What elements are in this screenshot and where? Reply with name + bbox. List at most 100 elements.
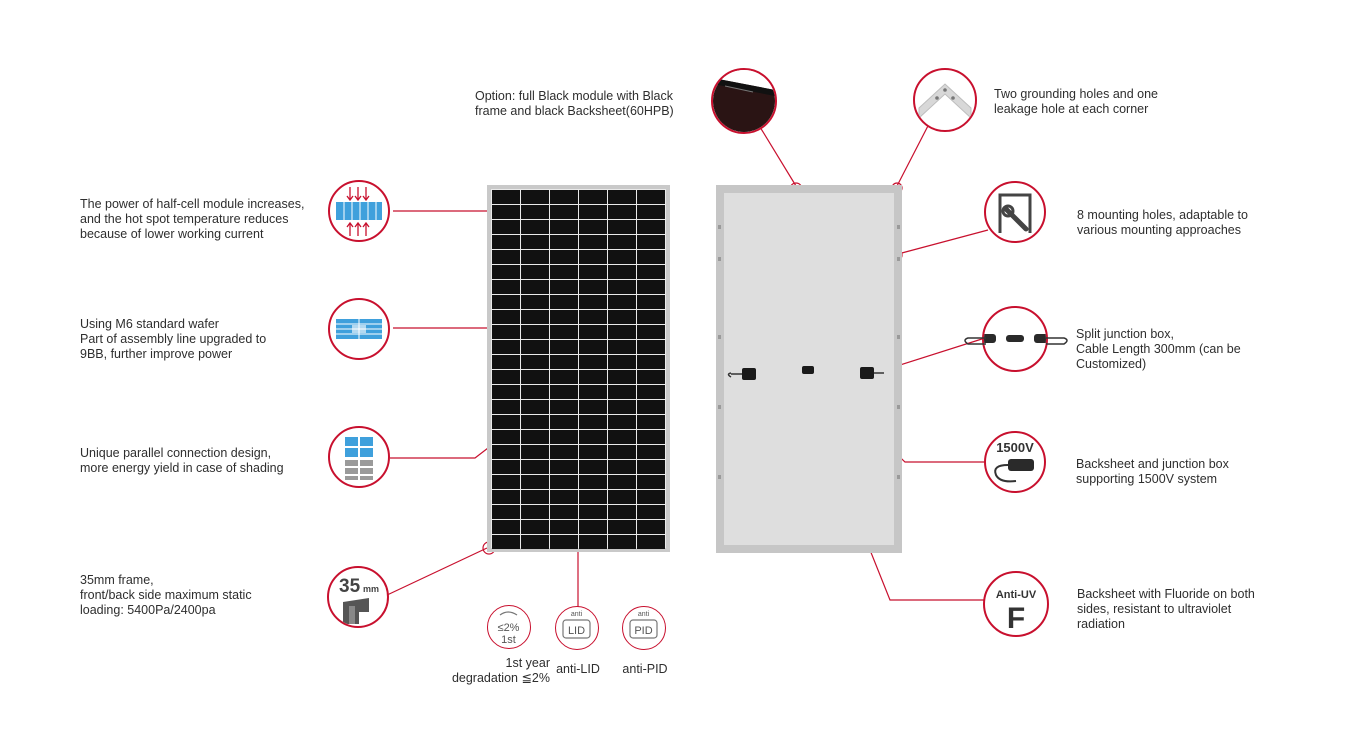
solar-cell <box>550 190 578 204</box>
solar-cell <box>608 400 636 414</box>
solar-cell <box>637 370 665 384</box>
solar-cell <box>521 430 549 444</box>
solar-cell <box>492 445 520 459</box>
solar-cell <box>608 340 636 354</box>
frame-number: 35 <box>339 576 361 597</box>
solar-cell <box>608 445 636 459</box>
callout-text-junction: Split junction box, Cable Length 300mm (… <box>1076 327 1241 371</box>
callout-text-mounting: 8 mounting holes, adaptable to various m… <box>1077 208 1248 237</box>
solar-cell <box>579 280 607 294</box>
m6-wafer-icon <box>328 298 390 360</box>
degradation-year: 1st <box>501 634 516 646</box>
solar-cell <box>521 400 549 414</box>
anti-pid-icon: anti PID <box>622 606 666 650</box>
solar-cell <box>521 445 549 459</box>
solar-cell <box>608 280 636 294</box>
solar-cell <box>550 265 578 279</box>
solar-cell <box>608 370 636 384</box>
pid-anti-label: anti <box>638 611 650 618</box>
solar-cell <box>492 265 520 279</box>
solar-cell <box>550 400 578 414</box>
solar-cell <box>492 325 520 339</box>
solar-cell <box>637 220 665 234</box>
solar-cell <box>637 400 665 414</box>
solar-cell <box>637 265 665 279</box>
fluoride-letter: F <box>1007 602 1025 635</box>
solar-cell <box>550 385 578 399</box>
solar-cell <box>608 310 636 324</box>
solar-cell <box>550 220 578 234</box>
solar-cell <box>579 340 607 354</box>
solar-cell <box>637 460 665 474</box>
solar-cell <box>550 430 578 444</box>
solar-cell <box>521 475 549 489</box>
solar-cell <box>521 505 549 519</box>
solar-cell <box>492 520 520 534</box>
solar-cell <box>521 310 549 324</box>
voltage-label: 1500V <box>996 440 1034 455</box>
solar-cell <box>521 385 549 399</box>
solar-cell <box>579 385 607 399</box>
callout-text-frame: 35mm frame, front/back side maximum stat… <box>80 573 252 617</box>
solar-cell <box>492 310 520 324</box>
solar-cell <box>492 250 520 264</box>
solar-cell <box>608 430 636 444</box>
solar-cell <box>579 235 607 249</box>
callout-text-fluoride: Backsheet with Fluoride on both sides, r… <box>1077 587 1255 631</box>
solar-cell <box>579 445 607 459</box>
solar-cell <box>637 325 665 339</box>
solar-cell <box>492 220 520 234</box>
solar-cell <box>492 280 520 294</box>
anti-lid-caption: anti-LID <box>556 662 600 676</box>
callout-text-1500v: Backsheet and junction box supporting 15… <box>1076 457 1229 486</box>
solar-cell <box>550 415 578 429</box>
solar-cell <box>637 250 665 264</box>
solar-cell <box>637 505 665 519</box>
callout-text-grounding: Two grounding holes and one leakage hole… <box>994 87 1159 116</box>
solar-cell <box>492 490 520 504</box>
solar-cell <box>521 460 549 474</box>
solar-panel-front <box>487 185 670 552</box>
solar-cell <box>579 460 607 474</box>
solar-cell <box>637 205 665 219</box>
solar-cell <box>550 490 578 504</box>
solar-cell <box>579 355 607 369</box>
solar-cell <box>492 190 520 204</box>
solar-cell <box>521 220 549 234</box>
mounting-wrench-icon <box>984 181 1046 243</box>
solar-cell <box>637 535 665 549</box>
solar-cell <box>637 295 665 309</box>
solar-cell <box>637 280 665 294</box>
solar-cell <box>550 310 578 324</box>
grounding-corner-icon <box>913 68 977 132</box>
solar-panel-back <box>716 185 902 553</box>
solar-cell <box>608 490 636 504</box>
solar-cell <box>637 445 665 459</box>
solar-cell <box>579 220 607 234</box>
solar-cell <box>550 250 578 264</box>
solar-cell <box>550 535 578 549</box>
solar-cell <box>608 475 636 489</box>
solar-cell <box>637 490 665 504</box>
solar-cell <box>608 385 636 399</box>
solar-cell <box>492 205 520 219</box>
anti-lid-icon: anti LID <box>555 606 599 650</box>
solar-cell <box>550 325 578 339</box>
solar-cell <box>521 250 549 264</box>
solar-cell <box>492 430 520 444</box>
solar-cell <box>550 505 578 519</box>
solar-cell <box>637 310 665 324</box>
solar-cell <box>521 355 549 369</box>
black-module-corner-icon <box>711 68 777 134</box>
solar-cell <box>492 235 520 249</box>
solar-cell <box>608 235 636 249</box>
solar-cell <box>550 445 578 459</box>
solar-cell <box>579 415 607 429</box>
solar-cell <box>637 190 665 204</box>
degradation-percent: ≤2% <box>498 622 520 634</box>
solar-cell <box>550 235 578 249</box>
callout-text-half-cell: The power of half-cell module increases,… <box>80 197 305 241</box>
solar-cell <box>521 370 549 384</box>
solar-cell <box>521 280 549 294</box>
anti-uv-label: Anti-UV <box>996 589 1037 601</box>
